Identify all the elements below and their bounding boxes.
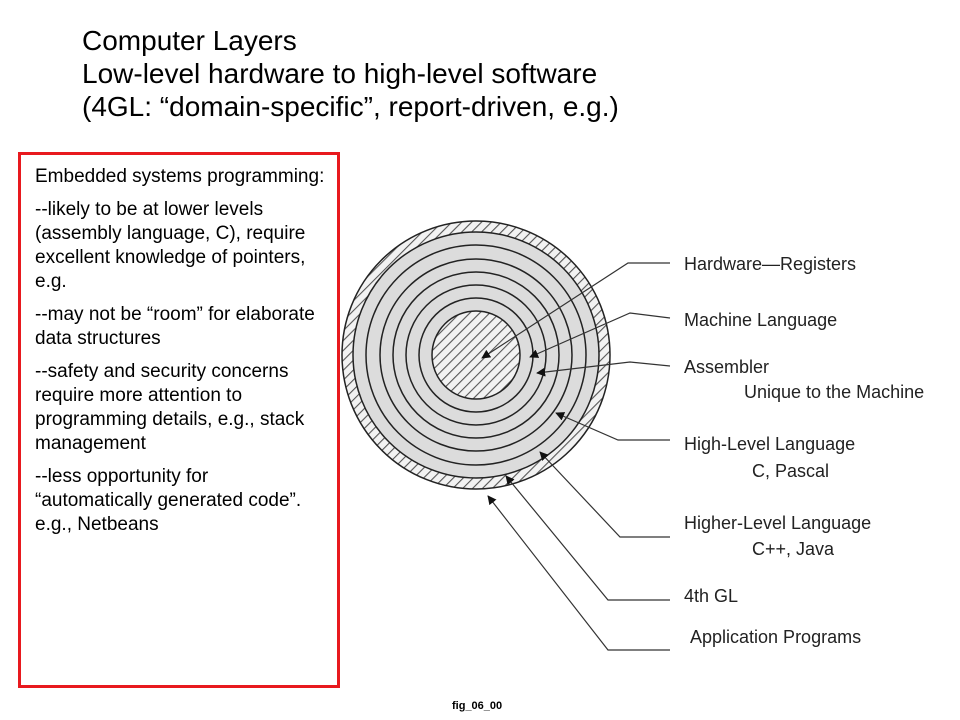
label-higher-level-language: Higher-Level Language	[684, 513, 871, 533]
leader-arrow-assembler	[536, 361, 671, 377]
label-high-level-language-sub: C, Pascal	[752, 461, 829, 481]
leader-arrow-high-level-language	[555, 412, 670, 441]
label-assembler: Assembler	[684, 357, 769, 377]
label-higher-level-language-sub: C++, Java	[752, 539, 835, 559]
label-high-level-language: High-Level Language	[684, 434, 855, 454]
embedded-notes-box: Embedded systems programming: --likely t…	[18, 152, 340, 688]
leader-arrow-hardware	[481, 262, 670, 359]
title-block: Computer Layers Low-level hardware to hi…	[82, 24, 619, 123]
label-machine-language: Machine Language	[684, 310, 837, 330]
label-hardware-registers: Hardware—Registers	[684, 254, 856, 274]
notes-point-4: --less opportunity for “automatically ge…	[35, 466, 302, 535]
leader-arrow-4th-gl	[505, 475, 670, 601]
leader-arrow-application-programs	[487, 495, 670, 651]
leader-arrow-machine-language	[529, 312, 671, 358]
notes-point-2: --may not be “room” for elaborate data s…	[35, 304, 315, 349]
figure-caption: fig_06_00	[452, 700, 503, 712]
title-line-1: Computer Layers	[82, 25, 297, 56]
notes-point-3: --safety and security concerns require m…	[35, 361, 305, 454]
notes-point-1: --likely to be at lower levels (assembly…	[35, 199, 306, 292]
label-application-programs: Application Programs	[690, 627, 861, 647]
layer-core-hardware	[431, 310, 521, 400]
title-line-2: Low-level hardware to high-level softwar…	[82, 58, 598, 89]
label-assembler-sub: Unique to the Machine	[744, 382, 924, 402]
title-line-3: (4GL: “domain-specific”, report-driven, …	[82, 91, 619, 122]
notes-heading: Embedded systems programming:	[35, 166, 325, 187]
label-4th-gl: 4th GL	[684, 586, 738, 606]
leader-arrow-higher-level-language	[539, 451, 670, 538]
